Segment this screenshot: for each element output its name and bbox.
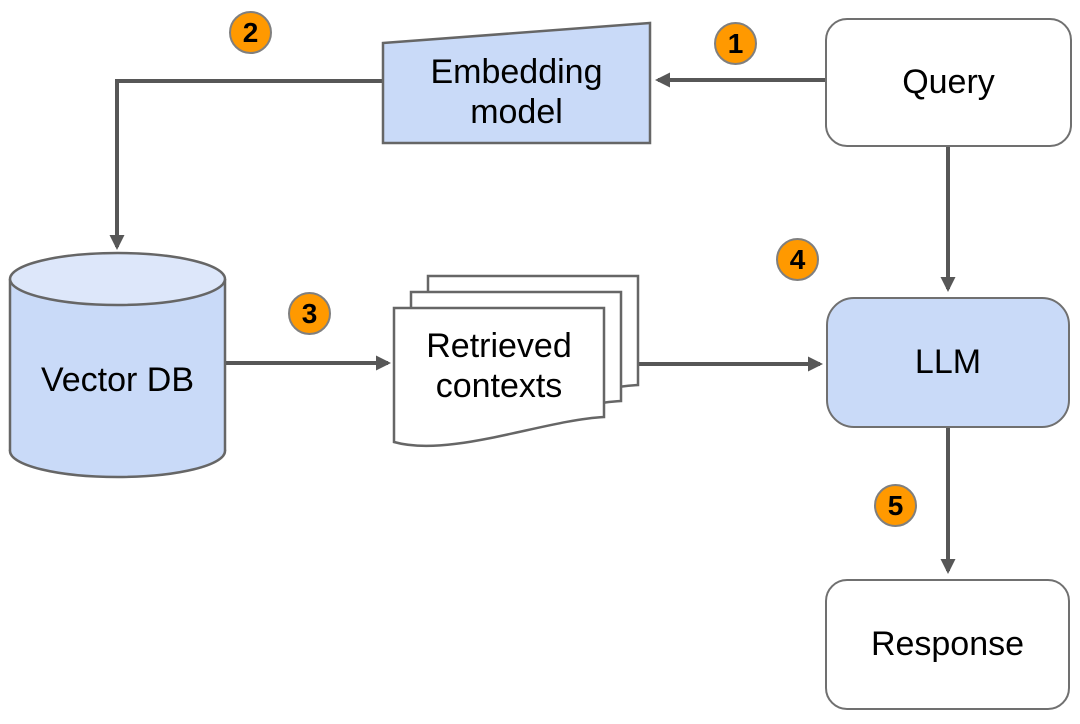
step-badge-3: 3: [288, 292, 331, 335]
vector-db-label: Vector DB: [40, 360, 195, 399]
step-badge-2: 2: [229, 11, 272, 54]
query-label: Query: [902, 63, 995, 102]
embedding-model-label: Embedding model: [430, 52, 603, 131]
vector-db-cylinder: [8, 251, 227, 479]
step-badge-5: 5: [874, 484, 917, 527]
cylinder-top: [8, 251, 227, 307]
document-icon-front: [392, 306, 606, 448]
query-node: Query: [825, 18, 1072, 147]
response-node: Response: [825, 579, 1070, 710]
llm-label: LLM: [914, 343, 982, 382]
step-badge-1: 1: [714, 22, 757, 65]
embedding-model-trapezoid: [381, 21, 652, 145]
response-label: Response: [870, 625, 1025, 664]
cylinder-body: [10, 279, 225, 451]
llm-node: LLM: [826, 297, 1070, 428]
arrow-embedding-to-vectordb: [109, 79, 383, 250]
step-badge-4: 4: [776, 238, 819, 281]
retrieved-contexts-label: Retrieved contexts: [426, 326, 572, 405]
retrieved-contexts-stack: [392, 274, 640, 448]
